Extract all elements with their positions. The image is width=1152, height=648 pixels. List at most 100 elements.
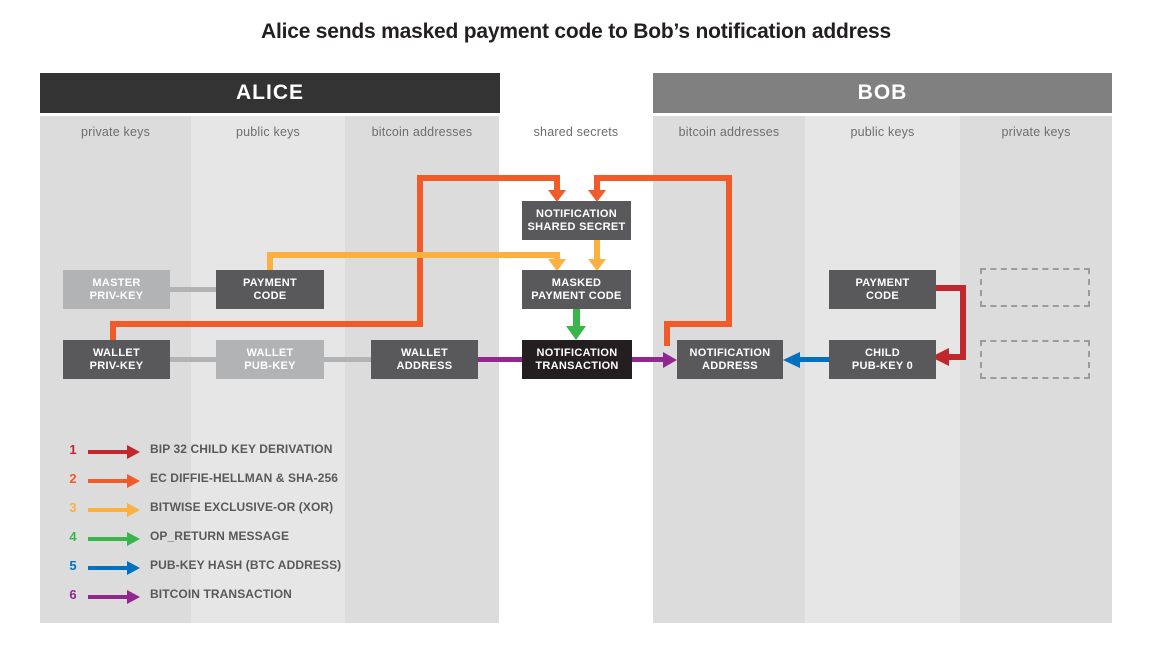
node-child-pub-key-0-line2: PUB-KEY 0 [851, 359, 914, 372]
node-bob-payment-code[interactable]: PAYMENT CODE [829, 270, 936, 309]
node-alice-payment-code-line2: CODE [253, 289, 287, 302]
ecdh-right-top-horizontal [594, 175, 732, 181]
ecdh-left-riser [110, 321, 116, 346]
node-notification-address-line1: NOTIFICATION [689, 346, 771, 359]
column-label-alice-bitcoin-addresses: bitcoin addresses [371, 125, 473, 139]
node-notification-address-line2: ADDRESS [702, 359, 758, 372]
node-wallet-address[interactable]: WALLET ADDRESS [371, 340, 478, 379]
ecdh-left-top-horizontal [417, 175, 560, 181]
ecdh-right-lower-horizontal [664, 321, 726, 327]
legend-label-5: PUB-KEY HASH (BTC ADDRESS) [150, 558, 342, 572]
bip32-horizontal-top [936, 285, 966, 291]
legend-line-1 [88, 450, 128, 454]
node-alice-payment-code-line1: PAYMENT [242, 276, 298, 289]
link-wallet-priv-to-wallet-pub [170, 357, 216, 362]
bip32-horizontal-bottom [948, 354, 966, 360]
opreturn-vertical [573, 309, 580, 328]
legend-label-2: EC DIFFIE-HELLMAN & SHA-256 [150, 471, 339, 485]
column-stripe-bob-private-keys [960, 116, 1112, 623]
node-bob-payment-code-line1: PAYMENT [855, 276, 910, 289]
xor-descender [554, 252, 560, 261]
node-wallet-priv-key[interactable]: WALLET PRIV-KEY [63, 340, 170, 379]
xor-left-riser [267, 252, 273, 272]
ecdh-right-vertical-up [726, 175, 732, 327]
ecdh-left-horizontal [110, 321, 423, 327]
node-wallet-pub-key-line2: PUB-KEY [244, 359, 296, 372]
legend-arrowhead-icon-1 [127, 445, 140, 459]
pubkeyhash-arrowhead [783, 352, 800, 368]
legend-label-6: BITCOIN TRANSACTION [150, 587, 292, 601]
ecdh-right-riser [664, 321, 670, 346]
ecdh-left-arrowhead [548, 190, 566, 202]
column-label-bob-public-keys: public keys [850, 125, 915, 139]
legend-line-3 [88, 508, 128, 512]
node-notification-transaction-line1: NOTIFICATION [536, 346, 618, 359]
node-bob-payment-code-line2: CODE [866, 289, 899, 302]
opreturn-arrowhead [566, 326, 586, 340]
node-wallet-address-line1: WALLET [400, 346, 448, 359]
node-master-priv-key-line1: MASTER [92, 276, 141, 289]
legend-arrowhead-icon-4 [127, 532, 140, 546]
legend-number-4: 4 [69, 529, 77, 544]
ecdh-right-arrowhead [588, 190, 606, 202]
node-child-pub-key-0[interactable]: CHILD PUB-KEY 0 [829, 340, 936, 379]
node-notification-shared-secret-line1: NOTIFICATION [536, 207, 617, 220]
link-wallet-pub-to-wallet-address [324, 357, 371, 362]
xor-arrowhead-right [588, 259, 606, 271]
node-masked-payment-code-line2: PAYMENT CODE [531, 289, 622, 302]
legend-number-6: 6 [69, 587, 77, 602]
legend-label-3: BITWISE EXCLUSIVE-OR (XOR) [150, 500, 334, 514]
btctx-left-segment [478, 357, 522, 362]
legend-number-1: 1 [69, 442, 77, 457]
node-notification-shared-secret[interactable]: NOTIFICATION SHARED SECRET [522, 201, 631, 240]
node-wallet-pub-key-line1: WALLET [246, 346, 294, 359]
node-master-priv-key-line2: PRIV-KEY [89, 289, 144, 302]
node-masked-payment-code[interactable]: MASKED PAYMENT CODE [522, 270, 631, 309]
legend-line-6 [88, 595, 128, 599]
node-wallet-priv-key-line1: WALLET [92, 346, 140, 359]
link-master-to-payment-code [170, 287, 216, 292]
legend-number-5: 5 [69, 558, 77, 573]
node-wallet-priv-key-line2: PRIV-KEY [89, 359, 144, 372]
column-label-bob-bitcoin-addresses: bitcoin addresses [678, 125, 780, 139]
column-label-alice-private-keys: private keys [80, 125, 151, 139]
xor-horizontal [267, 252, 560, 258]
ecdh-left-vertical-up [417, 175, 423, 327]
xor-secret-vertical [594, 240, 600, 261]
legend-arrowhead-icon-2 [127, 474, 140, 488]
column-label-bob-private-keys: private keys [1001, 125, 1071, 139]
node-master-priv-key[interactable]: MASTER PRIV-KEY [63, 270, 170, 309]
node-alice-payment-code[interactable]: PAYMENT CODE [216, 270, 324, 309]
node-notification-transaction[interactable]: NOTIFICATION TRANSACTION [522, 340, 632, 379]
ecdh-right-descender [594, 175, 600, 192]
legend-arrowhead-icon-6 [127, 590, 140, 604]
node-notification-transaction-line2: TRANSACTION [535, 359, 619, 372]
node-notification-shared-secret-line2: SHARED SECRET [527, 220, 626, 233]
legend-number-3: 3 [69, 500, 77, 515]
column-label-alice-public-keys: public keys [235, 125, 301, 139]
party-header-bob: BOB [653, 73, 1112, 113]
node-masked-payment-code-line1: MASKED [551, 276, 602, 289]
legend-arrowhead-icon-5 [127, 561, 140, 575]
node-notification-address[interactable]: NOTIFICATION ADDRESS [677, 340, 783, 379]
legend-number-2: 2 [69, 471, 77, 486]
party-header-alice: ALICE [40, 73, 500, 113]
node-child-pub-key-0-line1: CHILD [864, 346, 901, 359]
legend-label-4: OP_RETURN MESSAGE [150, 529, 290, 543]
bip32-vertical [960, 285, 966, 360]
btctx-arrowhead [663, 352, 677, 368]
page-title: Alice sends masked payment code to Bob’s… [260, 20, 892, 43]
column-label-shared-secrets: shared secrets [533, 125, 619, 139]
node-bob-priv-key-placeholder-1 [980, 268, 1090, 307]
node-wallet-address-line2: ADDRESS [396, 359, 453, 372]
legend-line-2 [88, 479, 128, 483]
legend-line-4 [88, 537, 128, 541]
btctx-right-segment [632, 357, 664, 362]
ecdh-left-descender [554, 175, 560, 192]
node-bob-priv-key-placeholder-2 [980, 340, 1090, 379]
legend-label-1: BIP 32 CHILD KEY DERIVATION [150, 442, 333, 456]
xor-arrowhead-left [548, 259, 566, 271]
node-wallet-pub-key[interactable]: WALLET PUB-KEY [216, 340, 324, 379]
pubkeyhash-segment [800, 357, 829, 362]
